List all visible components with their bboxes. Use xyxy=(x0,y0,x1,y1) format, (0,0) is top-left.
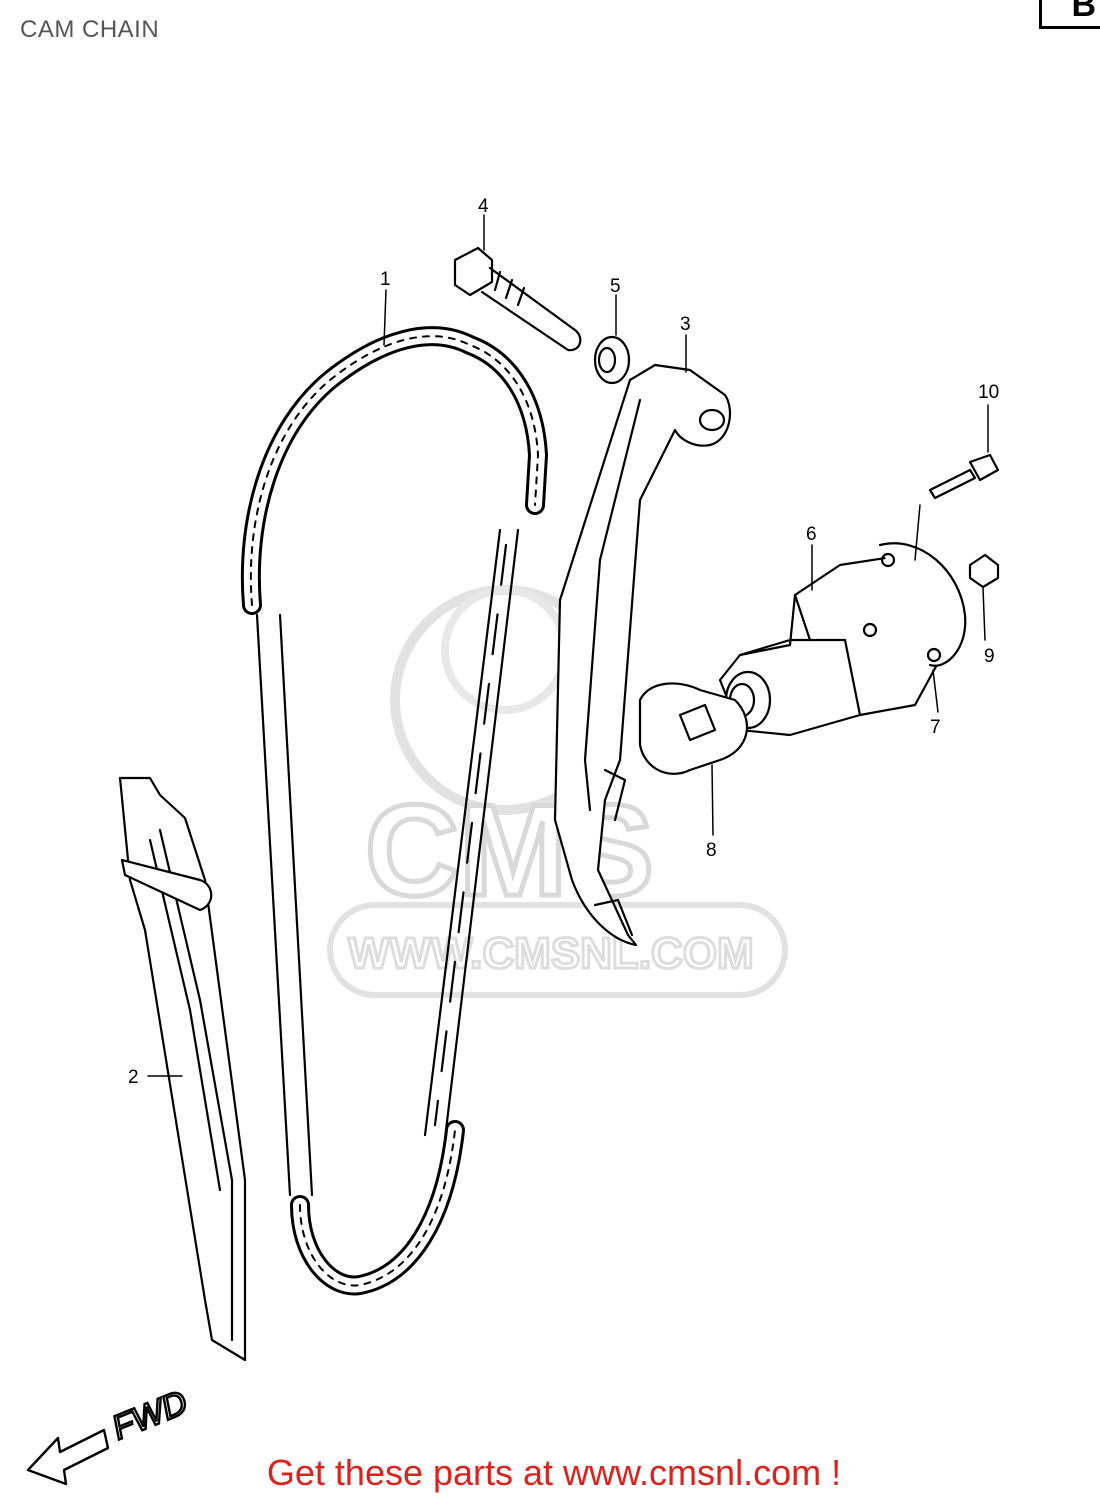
watermark-logo-text: CMS xyxy=(365,777,654,923)
tensioner-adjuster xyxy=(718,542,967,737)
callout-2: 2 xyxy=(128,1067,139,1088)
callout-3: 3 xyxy=(680,314,691,335)
callout-4: 4 xyxy=(478,196,489,217)
tensioner-gasket xyxy=(638,682,749,775)
cap-bolt xyxy=(968,553,1000,589)
cam-chain xyxy=(240,326,548,1296)
callout-6: 6 xyxy=(806,524,817,545)
callout-9: 9 xyxy=(984,646,995,667)
tensioner-arm xyxy=(553,363,732,947)
callout-8: 8 xyxy=(706,840,717,861)
section-tab: B xyxy=(1039,0,1100,29)
fwd-label: FWD xyxy=(107,1383,193,1447)
callout-5: 5 xyxy=(610,276,621,297)
washer xyxy=(593,335,631,385)
cms-watermark: CMS WWW.CMSNL.COM xyxy=(327,585,788,998)
page-title: CAM CHAIN xyxy=(20,16,160,43)
section-letter: B xyxy=(1071,0,1096,24)
leader-lines xyxy=(147,214,989,1077)
pivot-bolt xyxy=(453,246,582,352)
watermark-url: WWW.CMSNL.COM xyxy=(348,929,754,978)
callout-1: 1 xyxy=(380,269,391,290)
callout-10: 10 xyxy=(978,382,999,403)
callout-7: 7 xyxy=(930,717,941,738)
mounting-screw xyxy=(928,453,1000,500)
forward-arrow-icon xyxy=(26,1428,110,1486)
chain-guide xyxy=(118,776,247,1362)
footer-promo-link[interactable]: Get these parts at www.cmsnl.com ! xyxy=(266,1452,842,1493)
